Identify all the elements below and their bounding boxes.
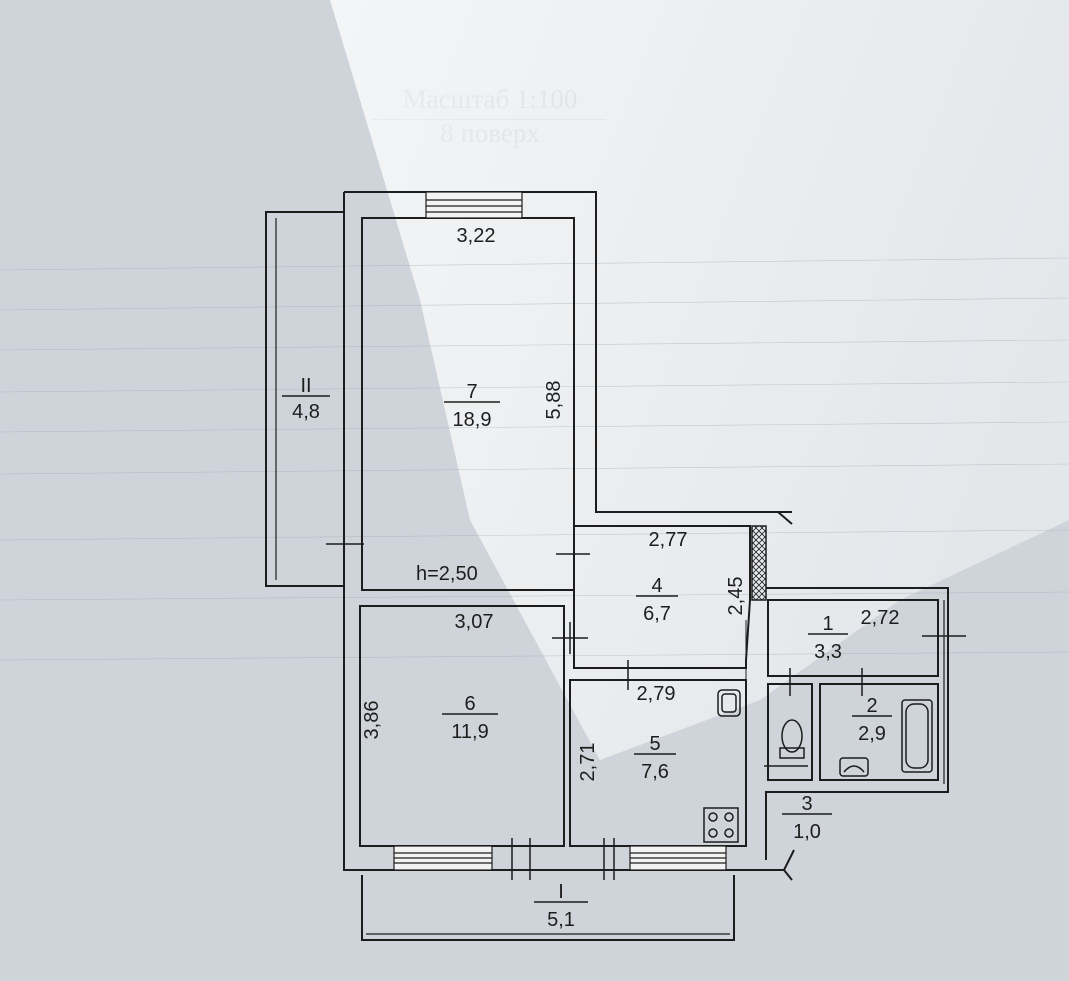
room-1-outline bbox=[767, 599, 939, 677]
ceiling-height: h=2,50 bbox=[416, 563, 478, 585]
toilet-icon bbox=[779, 719, 805, 759]
balcony-II-outline bbox=[265, 211, 345, 587]
outer-wall bbox=[343, 191, 795, 881]
room-7-number: 7 bbox=[466, 381, 477, 403]
washbasin-icon bbox=[839, 757, 869, 777]
dim-room7-length: 5,88 bbox=[543, 381, 565, 420]
room-1-number: 1 bbox=[822, 613, 833, 635]
window-top bbox=[425, 191, 523, 219]
balcony-II-area: 4,8 bbox=[292, 401, 320, 423]
dim-room5-length: 2,71 bbox=[577, 743, 599, 782]
dim-room7-width: 3,22 bbox=[457, 225, 496, 247]
dim-room4-width: 2,77 bbox=[649, 529, 688, 551]
room-3-number: 3 bbox=[801, 793, 812, 815]
room-2-area: 2,9 bbox=[858, 723, 886, 745]
paper-glare bbox=[330, 0, 1069, 760]
balcony-I-outline bbox=[361, 875, 735, 941]
room-6-area: 11,9 bbox=[451, 721, 488, 743]
dim-room4-length: 2,45 bbox=[725, 577, 747, 616]
area-fraction-lines bbox=[282, 395, 892, 903]
dim-room6-length: 3,86 bbox=[361, 701, 383, 740]
dim-room1-width: 2,72 bbox=[861, 607, 900, 629]
room-1-area: 3,3 bbox=[814, 641, 842, 663]
room-5-area: 7,6 bbox=[641, 761, 669, 783]
window-bottom-left bbox=[393, 845, 493, 871]
sink-kitchen-icon bbox=[717, 689, 741, 717]
room-2-outline bbox=[819, 683, 939, 781]
room-6-number: 6 bbox=[464, 693, 475, 715]
room-3-area: 1,0 bbox=[793, 821, 821, 843]
room-5-outline bbox=[569, 679, 747, 847]
balcony-I-number: I bbox=[558, 881, 564, 903]
door-markers bbox=[326, 528, 966, 880]
stove-icon bbox=[703, 807, 739, 843]
bathtub-icon bbox=[901, 699, 933, 773]
background-ruling bbox=[0, 257, 1069, 661]
room-2-number: 2 bbox=[866, 695, 877, 717]
room-4-number: 4 bbox=[651, 575, 662, 597]
balcony-II-number: II bbox=[300, 375, 311, 397]
room-4-area: 6,7 bbox=[643, 603, 671, 625]
dim-room6-width: 3,07 bbox=[455, 611, 494, 633]
room-7-area: 18,9 bbox=[453, 409, 492, 431]
room-5-number: 5 bbox=[649, 733, 660, 755]
balcony-I-area: 5,1 bbox=[547, 909, 575, 931]
window-bottom-right bbox=[629, 845, 727, 871]
ventilation-shaft bbox=[751, 525, 767, 601]
dim-room5-width: 2,79 bbox=[637, 683, 676, 705]
